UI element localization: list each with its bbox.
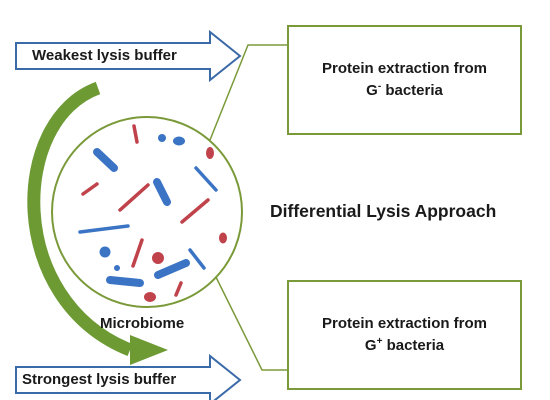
lysis-strength-arrowhead — [130, 335, 168, 365]
bacterium-coccus-red — [206, 147, 214, 159]
bacterium-rod-red — [174, 281, 183, 297]
bacterium-coccus-red — [144, 292, 156, 302]
connector-line-gram-positive — [209, 264, 287, 371]
weakest-buffer-arrow — [15, 29, 242, 83]
gram-positive-extraction-box: Protein extraction from G+ bacteria — [287, 280, 522, 390]
microbiome-label: Microbiome — [100, 315, 185, 332]
bacterium-rod-blue — [188, 248, 206, 270]
bacterium-rod-red — [131, 238, 144, 268]
gram-negative-line2: G- bacteria — [366, 81, 443, 100]
gram-positive-line2: G+ bacteria — [364, 336, 445, 355]
diagram-title: Differential Lysis Approach — [270, 201, 497, 221]
bacterium-coccus-red — [152, 252, 164, 264]
bacterium-coccus-blue — [99, 246, 111, 258]
strongest-buffer-label: Strongest lysis buffer — [22, 371, 177, 388]
lysis-strength-curved-arrow — [27, 81, 133, 357]
bacterium-coccus-blue — [173, 136, 185, 146]
bacterium-rod-blue — [93, 148, 118, 172]
weakest-buffer-label: Weakest lysis buffer — [32, 47, 177, 64]
bacterium-rod-red — [118, 183, 150, 212]
bacterium-rod-red — [132, 124, 139, 144]
microbiome-circle — [51, 116, 243, 308]
connector-line-gram-negative — [209, 44, 287, 141]
gram-positive-line1: Protein extraction from — [321, 315, 488, 332]
bacterium-rod-blue — [106, 276, 144, 287]
gram-negative-extraction-box: Protein extraction from G- bacteria — [287, 25, 522, 135]
bacterium-rod-blue — [78, 224, 130, 234]
bacterium-rod-red — [180, 198, 210, 224]
bacterium-rod-blue — [194, 166, 218, 192]
bacterium-coccus-blue — [158, 134, 166, 142]
bacterium-coccus-red — [219, 232, 227, 244]
bacterium-coccus-blue — [114, 265, 120, 271]
gram-negative-line1: Protein extraction from — [321, 60, 488, 77]
strongest-buffer-arrow — [15, 353, 242, 400]
bacterium-rod-blue — [154, 259, 190, 279]
bacterium-rod-red — [81, 182, 99, 196]
bacterium-rod-blue — [153, 178, 171, 206]
